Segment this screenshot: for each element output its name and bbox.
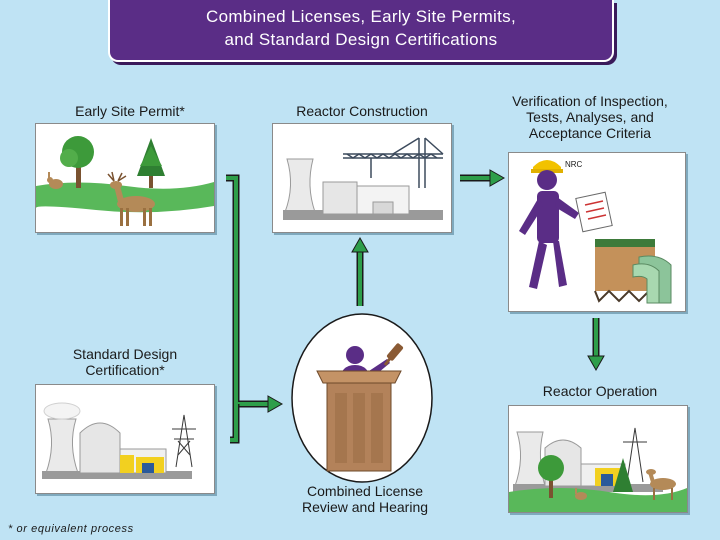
rabbit-icon xyxy=(575,488,587,500)
arrow-head xyxy=(351,236,369,253)
reactor-construction-label: Reactor Construction xyxy=(296,103,428,119)
reactor-building xyxy=(594,239,672,304)
podium xyxy=(316,370,402,472)
deer-icon xyxy=(646,469,676,500)
arrow-head xyxy=(489,169,506,187)
power-line-tower-icon xyxy=(172,414,196,468)
verification-label: Verification of Inspection, Tests, Analy… xyxy=(490,93,690,141)
title-line-1: Combined Licenses, Early Site Permits, xyxy=(206,7,516,26)
inspector-figure xyxy=(519,160,579,289)
verification-panel: NRC xyxy=(508,152,686,312)
combined-license-label-line-1: Combined License xyxy=(307,483,423,499)
standard-design-label-line-1: Standard Design xyxy=(72,346,178,362)
title-line-2: and Standard Design Certifications xyxy=(224,30,498,49)
arrow-head xyxy=(267,395,284,413)
combined-license-label-line-2: Review and Hearing xyxy=(301,499,429,515)
combined-license-label: Combined License Review and Hearing xyxy=(270,483,460,515)
title-banner: Combined Licenses, Early Site Permits, a… xyxy=(108,0,614,62)
early-site-permit-panel xyxy=(35,123,215,233)
deer-icon xyxy=(107,171,155,226)
verification-label-line-3: Acceptance Criteria xyxy=(528,125,652,141)
crane-icon xyxy=(343,137,444,188)
reactor-operation-panel xyxy=(508,405,688,513)
gavel-icon xyxy=(383,343,404,366)
tree-icon xyxy=(137,138,165,188)
arrow-head xyxy=(587,355,605,372)
power-line-tower-icon xyxy=(623,427,647,483)
reactor-construction-panel xyxy=(272,123,452,233)
hard-hat-icon xyxy=(533,160,561,171)
connector-esp-to-hearing xyxy=(226,174,268,408)
verification-label-line-2: Tests, Analyses, and xyxy=(526,109,654,125)
tree-icon xyxy=(60,136,94,188)
reactor-operation-label: Reactor Operation xyxy=(542,383,658,399)
clipboard-icon xyxy=(575,191,613,233)
standard-design-label-line-2: Certification* xyxy=(85,362,165,378)
footnote: * or equivalent process xyxy=(8,523,134,535)
standard-design-panel xyxy=(35,384,215,494)
combined-license-oval xyxy=(291,313,433,483)
early-site-permit-label: Early Site Permit* xyxy=(75,103,185,119)
tree-icon xyxy=(613,458,633,492)
connector-sdc-to-hearing xyxy=(230,404,238,442)
verification-label-line-1: Verification of Inspection, xyxy=(512,93,668,109)
standard-design-label: Standard Design Certification* xyxy=(40,346,210,378)
rabbit-icon xyxy=(47,172,63,189)
nrc-badge: NRC xyxy=(565,160,583,169)
tree-icon xyxy=(538,455,564,498)
